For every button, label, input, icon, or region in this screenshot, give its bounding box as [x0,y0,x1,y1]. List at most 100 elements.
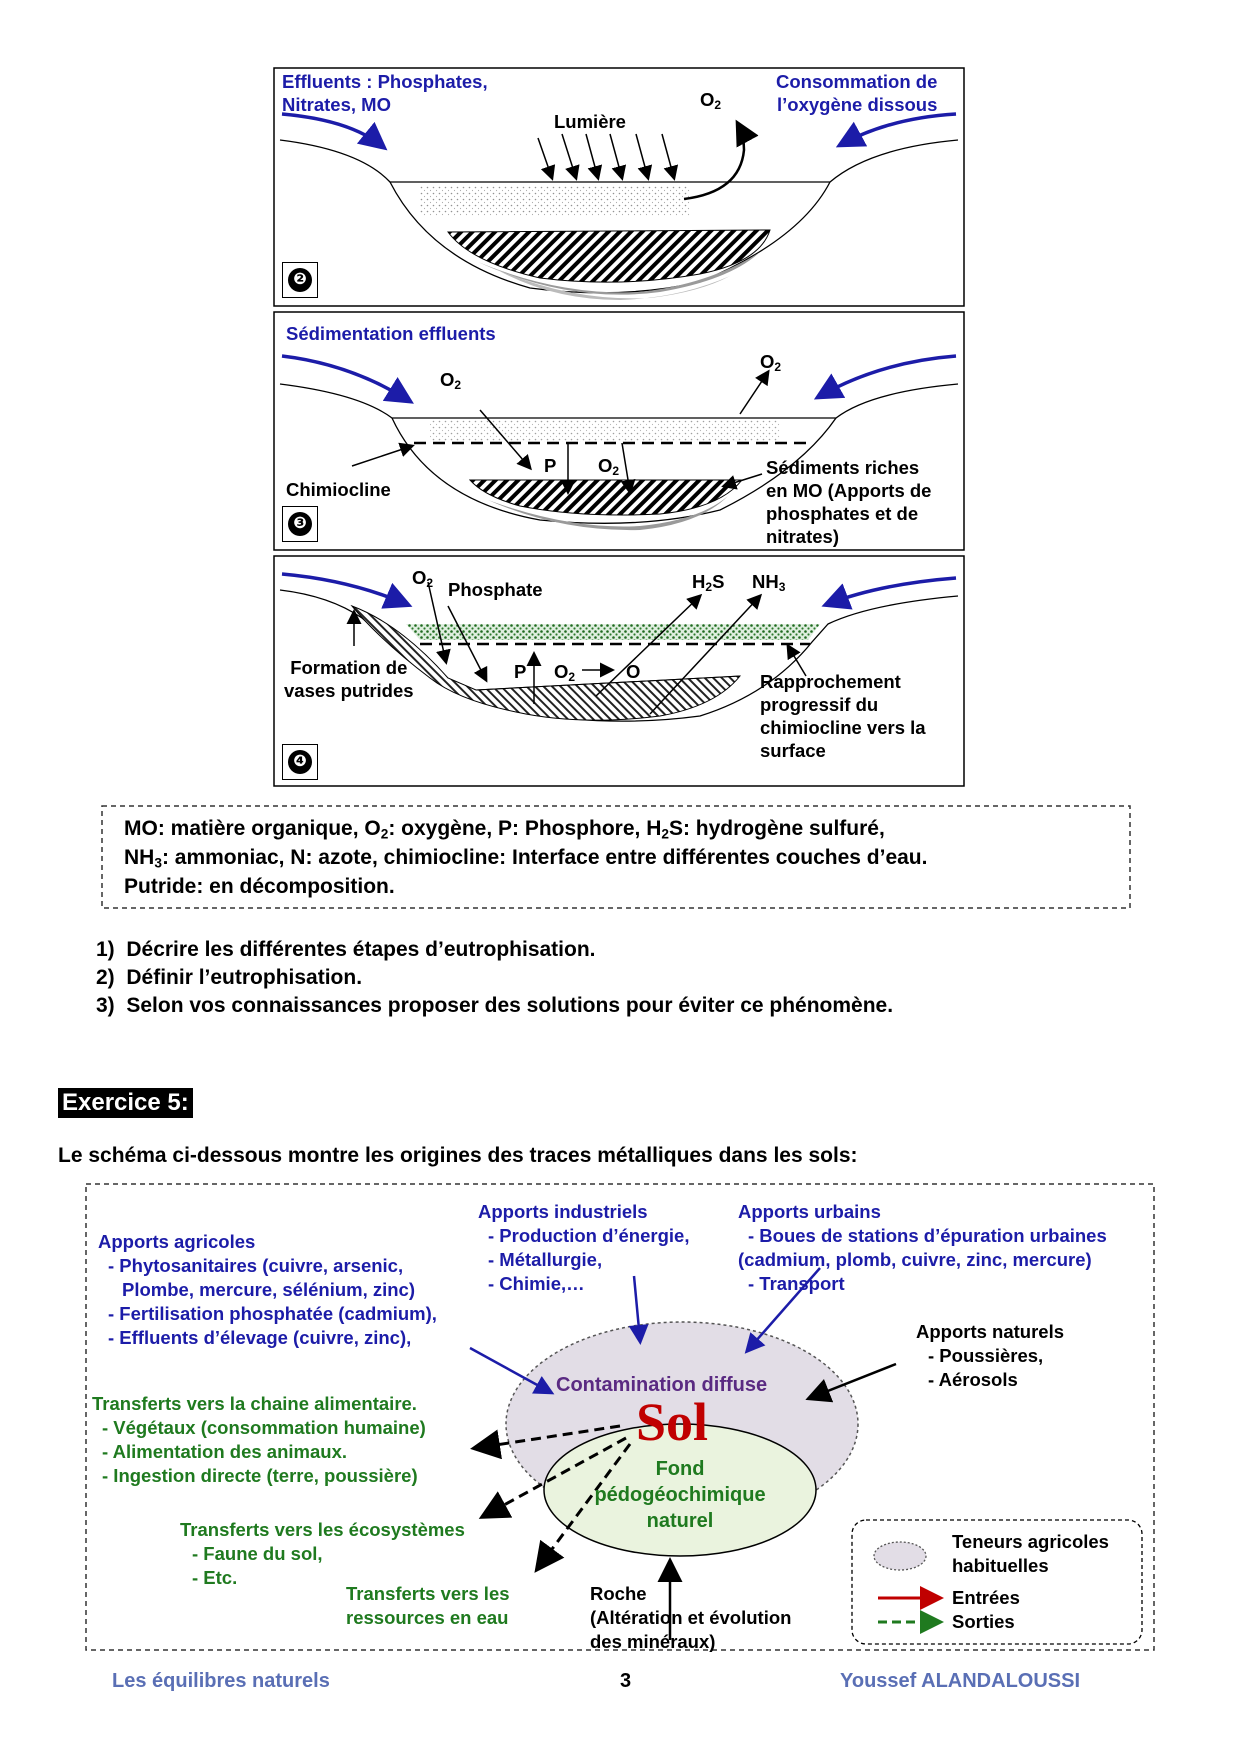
arrow-eco [478,1436,627,1519]
apports-line: - Production d’énergie, [488,1225,690,1246]
effluents-line1: Effluents : Phosphates, [282,71,488,92]
arrow-chaine [470,1424,621,1460]
sediments-line: nitrates) [766,526,839,547]
panel-number-3: ❸ [282,506,318,542]
roche-line: (Altération et évolution [590,1607,792,1628]
arrow-urbain [744,1267,821,1354]
o2-sub: 2 [714,98,722,112]
formation-line: Formation de [290,657,408,678]
rapprochement-line: progressif du [760,694,879,715]
glossary-box [101,805,1131,909]
roche-label: Roche (Altération et évolution des minér… [590,1582,791,1654]
o2-text: O [760,351,775,372]
apports-industriels: Apports industriels - Production d’énerg… [478,1200,689,1296]
apports-line: - Transport [748,1273,845,1294]
transferts-line: - Etc. [192,1567,238,1588]
consommation-line2: l’oxygène dissous [776,94,938,115]
h2s-label: H2S [692,570,724,593]
nh3-sub: 3 [778,580,786,594]
number-badge: ❹ [288,750,312,774]
p-label-p3: P [544,455,557,476]
apports-line: - Fertilisation phosphatée (cadmium), [108,1303,437,1324]
sediments-line: Sédiments riches [766,457,920,478]
legend-box [851,1519,1143,1645]
apports-line: - Chimie,… [488,1273,585,1294]
sediments-label: Sédiments riches en MO (Apports de phosp… [766,456,931,548]
glossary-line2: NH3: ammoniac, N: azote, chimiocline: In… [124,843,927,872]
o2-mid-p3: O2 [598,454,619,477]
o2-text: O [700,89,715,110]
o2-text: O [440,369,455,390]
roche-line: des minéraux) [590,1631,716,1652]
consommation-label: Consommation de l’oxygène dissous [776,70,937,116]
sediment-hatch [447,229,771,283]
nh-text: NH [752,571,779,592]
sedimentation-title: Sédimentation effluents [286,323,496,344]
diagram-box [85,1183,1155,1651]
rapprochement-label: Rapprochement progressif du chimiocline … [760,670,926,762]
fond-ellipse [543,1423,817,1557]
glossary-line1: MO: matière organique, O2: oxygène, P: P… [124,814,927,843]
fond-pedogeochimique: Fond pédogéochimique naturel [564,1456,796,1534]
apports-line: Apports industriels [478,1201,648,1222]
s-text: S [712,571,725,592]
apports-naturels: Apports naturels - Poussières, - Aérosol… [916,1320,1064,1392]
apports-line: - Aérosols [928,1369,1018,1390]
question-3: 3) Selon vos connaissances proposer des … [96,992,893,1020]
footer-left: Les équilibres naturels [112,1670,330,1692]
transferts-line: Transferts vers la chaine alimentaire. [92,1393,417,1414]
arrow-eau [534,1443,632,1573]
transferts-eau: Transferts vers les ressources en eau [346,1582,510,1630]
o2-text: O [598,455,613,476]
transferts-ecosystemes: Transferts vers les écosystèmes - Faune … [180,1518,465,1590]
panel-number-2: ❷ [282,262,318,298]
o2-sub: 2 [454,378,462,392]
arrow-industriel [628,1275,649,1345]
page-number: 3 [620,1670,632,1692]
o-label-p4: O [626,661,641,682]
chimiocline-label: Chimiocline [286,479,391,500]
algae-bloom [406,624,820,640]
apports-line: - Métallurgie, [488,1249,603,1270]
number-badge: ❷ [288,268,312,292]
question-number: 3) [96,994,115,1017]
apports-line: - Boues de stations d’épuration urbaines [748,1225,1107,1246]
apports-line: Apports agricoles [98,1231,256,1252]
apports-line: Plombe, mercure, sélénium, zinc) [122,1279,416,1300]
apports-line: - Poussières, [928,1345,1044,1366]
o2-sub: 2 [774,360,782,374]
o2-sub: 2 [426,576,434,590]
transferts-line: - Végétaux (consommation humaine) [102,1417,426,1438]
o2-sub: 2 [568,670,576,684]
exercise-title: Exercice 5: [58,1088,193,1118]
transferts-line: - Faune du sol, [192,1543,323,1564]
legend-line: Teneurs agricoles [952,1531,1109,1552]
h-text: H [692,571,706,592]
legend-ellipse-icon [873,1541,927,1571]
roche-line: Roche [590,1583,647,1604]
glossary-line3: Putride: en décomposition. [124,875,395,898]
question-text: Selon vos connaissances proposer des sol… [126,994,894,1017]
legend-entrees: Entrées [952,1587,1020,1608]
rapprochement-line: Rapprochement [760,671,901,692]
glossary-sub: 3 [154,855,162,871]
o2-label-p2: O2 [700,88,721,111]
glossary: MO: matière organique, O2: oxygène, P: P… [124,814,927,901]
transferts-line: - Alimentation des animaux. [102,1441,347,1462]
exercise-intro: Le schéma ci-dessous montre les origines… [58,1144,858,1167]
legend-line: habituelles [952,1555,1049,1576]
consommation-line1: Consommation de [776,71,938,92]
lumiere-label: Lumière [554,111,626,132]
o2-label-p4: O2 [412,566,433,589]
sol-label: Sol [636,1392,709,1452]
transferts-line: Transferts vers les écosystèmes [180,1519,465,1540]
glossary-sub: 2 [661,826,669,842]
question-text: Décrire les différentes étapes d’eutroph… [126,938,596,961]
apports-line: Apports urbains [738,1201,881,1222]
formation-line: vases putrides [284,680,414,701]
fond-line: Fond [655,1458,705,1480]
rapprochement-line: chimiocline vers la [760,717,926,738]
transferts-line: Transferts vers les [346,1583,510,1604]
transferts-chaine: Transferts vers la chaine alimentaire. -… [92,1392,426,1488]
